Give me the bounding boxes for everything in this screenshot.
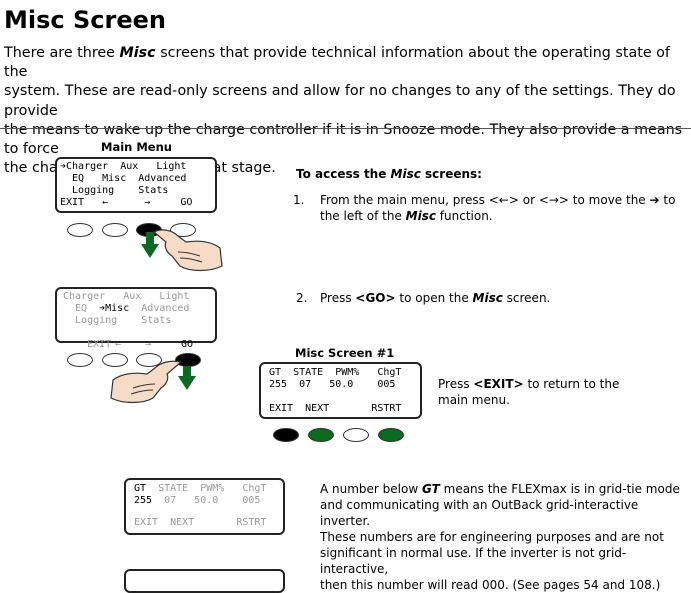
page-title: Misc Screen (4, 6, 166, 34)
gt-row2: 255 07 50.0 005 (134, 495, 261, 506)
gt-example-display: GT STATE PWM% ChgT 255 07 50.0 005 EXIT … (124, 478, 285, 535)
down-arrow-icon (141, 232, 159, 258)
main-menu-row3: Logging Stats (60, 185, 169, 196)
main-menu-heading: Main Menu (101, 140, 172, 154)
soft-key-2b[interactable] (102, 353, 128, 367)
soft-key-4[interactable] (170, 223, 196, 237)
next-key[interactable] (308, 428, 334, 442)
down-arrow-icon-2 (178, 366, 196, 390)
misc1-row1: GT STATE PWM% ChgT (269, 367, 402, 378)
blank-key[interactable] (343, 428, 369, 442)
soft-key-3b[interactable] (136, 353, 162, 367)
step-1-number: 1. (293, 193, 305, 207)
step-1-text: From the main menu, press <←> or <→> to … (320, 193, 676, 223)
soft-key-1[interactable] (67, 223, 93, 237)
misc1-row4: EXIT NEXT RSTRT (269, 403, 402, 414)
pressing-hand-icon (152, 229, 223, 272)
main-menu-row2: EQ Misc Advanced (60, 173, 187, 184)
misc-screen-1-heading: Misc Screen #1 (295, 346, 395, 360)
misc-screen-1-display: GT STATE PWM% ChgT 255 07 50.0 005 EXIT … (259, 362, 422, 419)
step-2-text: Press <GO> to open the Misc screen. (320, 291, 551, 305)
soft-key-2[interactable] (102, 223, 128, 237)
gt-note: A number below GT means the FLEXmax is i… (320, 482, 680, 592)
step-2-number: 2. (296, 291, 308, 305)
soft-key-1b[interactable] (67, 353, 93, 367)
main-menu-display: ➔Charger Aux Light EQ Misc Advanced Logg… (55, 157, 217, 213)
access-heading: To access the Misc screens: (296, 167, 482, 181)
gt-row4: EXIT NEXT RSTRT (134, 517, 267, 528)
menu2-row4: EXIT←→GO (87, 339, 194, 350)
menu2-row3: Logging Stats (63, 315, 172, 326)
misc-selected-display: Charger Aux Light EQ ➔Misc Advanced Logg… (55, 287, 217, 350)
menu2-row1: Charger Aux Light (63, 291, 190, 302)
main-menu-row1: ➔Charger Aux Light (60, 161, 187, 172)
misc1-row2: 255 07 50.0 005 (269, 379, 396, 390)
pressing-hand-icon-2 (110, 360, 183, 404)
exit-key[interactable] (273, 428, 299, 442)
exit-note: Press <EXIT> to return to the main menu. (438, 377, 620, 407)
menu2-row2: EQ ➔Misc Advanced (63, 303, 190, 314)
rstrt-key[interactable] (378, 428, 404, 442)
section-divider (0, 128, 691, 129)
gt-row1: GT STATE PWM% ChgT (134, 483, 267, 494)
main-menu-row4: EXIT ← → GO (60, 197, 193, 208)
